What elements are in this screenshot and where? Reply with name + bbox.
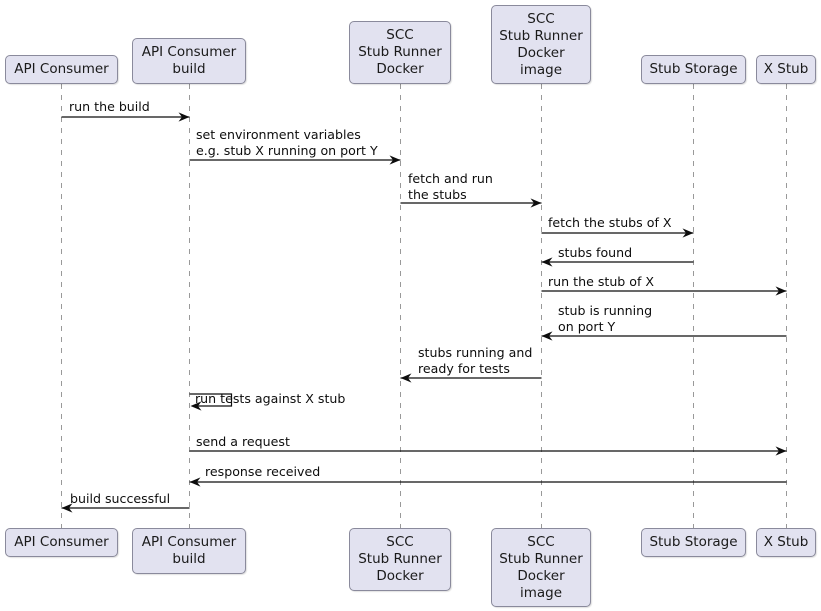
- participant-stub-storage-bottom[interactable]: Stub Storage: [641, 528, 746, 557]
- message-label-m12: build successful: [70, 491, 171, 506]
- participant-label: Stub Storage: [649, 534, 738, 550]
- message-m10: [189, 446, 787, 456]
- arrow-head: [190, 401, 202, 411]
- message-label-m2: set environment variables e.g. stub X ru…: [196, 127, 378, 158]
- message-m7: [541, 331, 787, 341]
- arrow-head: [178, 112, 190, 122]
- arrow-head: [541, 257, 553, 267]
- arrow-head: [389, 155, 401, 165]
- message-m1: [61, 112, 190, 122]
- arrow-head: [775, 286, 787, 296]
- message-m11: [189, 477, 787, 487]
- message-label-m7: stub is running on port Y: [558, 303, 653, 334]
- participant-scc-stub-runner-docker-image-bottom[interactable]: SCC Stub Runner Docker image: [491, 528, 591, 607]
- message-label-m11: response received: [205, 464, 321, 479]
- participant-label: X Stub: [763, 534, 809, 550]
- participant-api-consumer-bottom[interactable]: API Consumer: [5, 528, 118, 557]
- message-m4: [541, 228, 694, 238]
- participant-api-consumer-build-top[interactable]: API Consumer build: [132, 38, 246, 84]
- arrow-head: [189, 477, 201, 487]
- message-label-m5: stubs found: [558, 245, 633, 260]
- message-m9: [189, 393, 233, 411]
- participant-api-consumer-build-bottom[interactable]: API Consumer build: [132, 528, 246, 574]
- message-label-m6: run the stub of X: [548, 274, 655, 289]
- participant-scc-stub-runner-docker-top[interactable]: SCC Stub Runner Docker: [349, 21, 451, 84]
- participant-label: SCC Stub Runner Docker image: [499, 533, 583, 601]
- message-m5: [541, 257, 694, 267]
- message-label-m1: run the build: [69, 99, 150, 114]
- arrow-head: [682, 228, 694, 238]
- participant-stub-storage-top[interactable]: Stub Storage: [641, 55, 746, 84]
- participant-label: SCC Stub Runner Docker image: [499, 10, 583, 78]
- message-m8: [400, 373, 542, 383]
- participant-x-stub-bottom[interactable]: X Stub: [756, 528, 816, 557]
- participant-scc-stub-runner-docker-image-top[interactable]: SCC Stub Runner Docker image: [491, 5, 591, 84]
- participant-scc-stub-runner-docker-bottom[interactable]: SCC Stub Runner Docker: [349, 528, 451, 591]
- participant-label: API Consumer: [14, 61, 109, 77]
- arrow-head: [61, 503, 73, 513]
- arrow-head: [400, 373, 412, 383]
- message-label-m9: run tests against X stub: [195, 391, 346, 406]
- arrow-head: [541, 331, 553, 341]
- participant-label: API Consumer build: [141, 534, 237, 567]
- participant-x-stub-top[interactable]: X Stub: [756, 55, 816, 84]
- participant-label: API Consumer: [14, 534, 109, 550]
- participant-label: SCC Stub Runner Docker: [358, 534, 442, 584]
- message-m12: [61, 503, 190, 513]
- arrow-head: [530, 198, 542, 208]
- message-label-m3: fetch and run the stubs: [408, 171, 493, 202]
- self-message-line: [189, 393, 233, 407]
- participant-api-consumer-top[interactable]: API Consumer: [5, 55, 118, 84]
- arrow-head: [775, 446, 787, 456]
- message-m6: [541, 286, 787, 296]
- participant-label: API Consumer build: [141, 44, 237, 77]
- message-m2: [189, 155, 401, 165]
- message-label-m4: fetch the stubs of X: [548, 215, 672, 230]
- message-label-m8: stubs running and ready for tests: [418, 345, 533, 376]
- participant-label: X Stub: [763, 61, 809, 77]
- participant-label: SCC Stub Runner Docker: [358, 27, 442, 77]
- participant-label: Stub Storage: [649, 61, 738, 77]
- message-m3: [400, 198, 542, 208]
- message-label-m10: send a request: [196, 434, 290, 449]
